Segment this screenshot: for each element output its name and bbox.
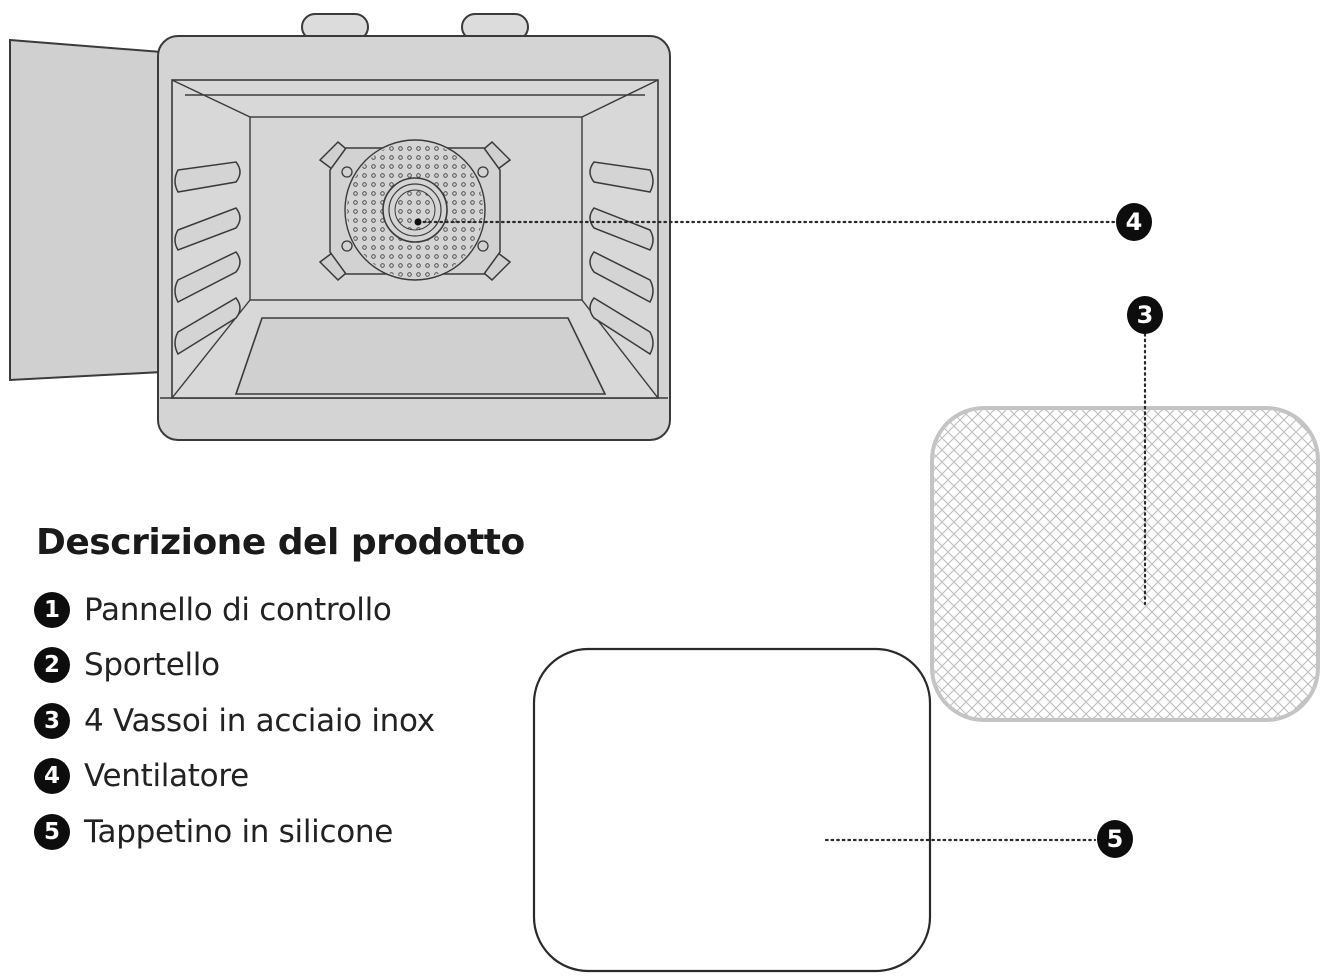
part-label: 4 Vassoi in acciaio inox (84, 702, 435, 739)
callout-fan: 4 (1116, 203, 1152, 241)
list-item: 3 4 Vassoi in acciaio inox (34, 693, 435, 749)
page-title: Descrizione del prodotto (36, 522, 525, 563)
part-label: Sportello (84, 647, 220, 684)
part-label: Tappetino in silicone (84, 813, 393, 850)
callout-mesh-tray: 3 (1127, 296, 1163, 334)
oven-door (9, 38, 163, 382)
leader-dot-fan (414, 218, 422, 226)
mesh-tray (930, 406, 1320, 722)
number-badge: 1 (34, 591, 70, 628)
callout-silicone-mat: 5 (1097, 820, 1133, 858)
number-badge: 5 (34, 813, 70, 850)
number-badge: 2 (34, 647, 70, 684)
rack-slots-left (174, 161, 241, 356)
number-badge: 3 (34, 702, 70, 739)
parts-list: 1 Pannello di controllo 2 Sportello 3 4 … (34, 582, 435, 860)
list-item: 2 Sportello (34, 638, 435, 694)
number-badge: 4 (34, 758, 70, 795)
list-item: 1 Pannello di controllo (34, 582, 435, 638)
oven-illustration (9, 13, 671, 441)
list-item: 5 Tappetino in silicone (34, 804, 435, 860)
silicone-mat (532, 647, 932, 973)
part-label: Ventilatore (84, 758, 249, 795)
oven-floor-panel (234, 317, 607, 395)
fan-assembly (318, 139, 512, 282)
part-label: Pannello di controllo (84, 591, 392, 628)
rack-slots-right (589, 161, 654, 356)
list-item: 4 Ventilatore (34, 749, 435, 805)
